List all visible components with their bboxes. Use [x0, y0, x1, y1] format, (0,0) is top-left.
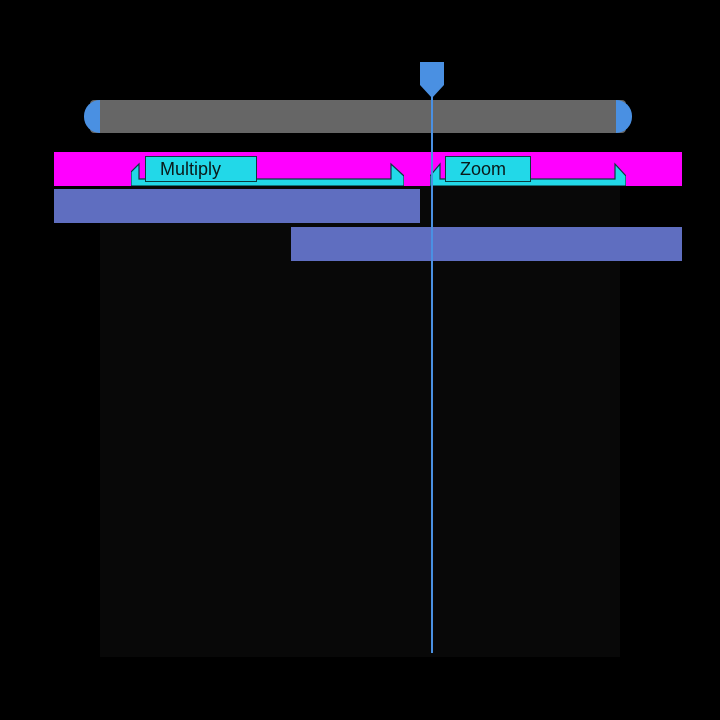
scrollbar-track[interactable] [90, 100, 626, 133]
clip-2[interactable] [291, 227, 682, 261]
scrollbar-right-handle[interactable] [616, 100, 632, 133]
timeline-scrollbar[interactable] [84, 100, 632, 133]
playhead-line[interactable] [431, 88, 433, 653]
effect-multiply[interactable]: Multiply [145, 156, 257, 182]
timeline-track-area [100, 185, 620, 657]
effect-multiply-label: Multiply [160, 159, 222, 179]
effect-zoom-label: Zoom [460, 159, 507, 179]
scrollbar-left-handle[interactable] [84, 100, 100, 133]
playhead-marker-icon[interactable] [418, 61, 446, 99]
clip-1[interactable] [54, 189, 420, 223]
effect-zoom[interactable]: Zoom [445, 156, 531, 182]
